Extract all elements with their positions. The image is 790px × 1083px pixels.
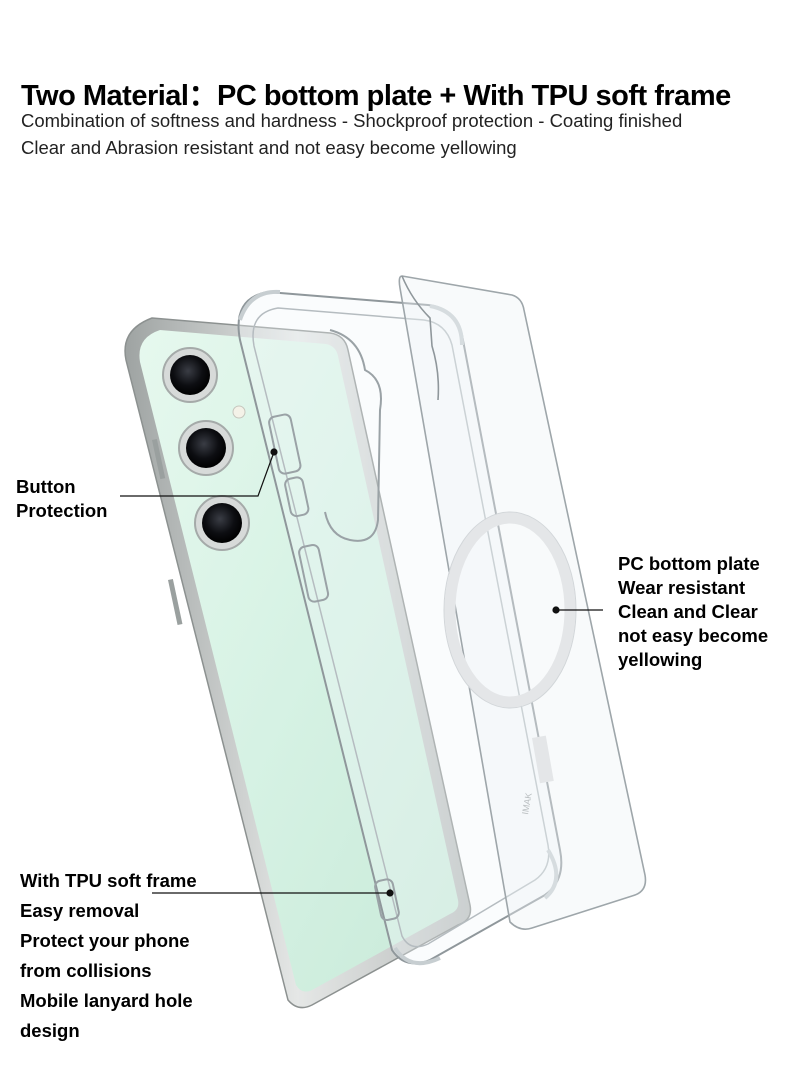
callout-line: Mobile lanyard hole [20, 990, 193, 1011]
callout-line: Button [16, 476, 76, 497]
subtitle-line-1: Combination of softness and hardness - S… [21, 110, 683, 131]
subtitle-line-2: Clear and Abrasion resistant and not eas… [21, 137, 517, 158]
svg-text:IMAK: IMAK [520, 792, 534, 815]
callout-line: from collisions [20, 960, 152, 981]
callout-line: not easy become [618, 625, 769, 646]
callout-line: design [20, 1020, 80, 1041]
callout-leaders [120, 448, 603, 897]
callout-line: Wear resistant [618, 577, 746, 598]
callout-line: With TPU soft frame [20, 870, 197, 891]
callout-line: Clean and Clear [618, 601, 758, 622]
callout-line: Easy removal [20, 900, 140, 921]
callout-line: PC bottom plate [618, 553, 760, 574]
camera-lenses [162, 347, 250, 551]
page-title: Two Material：PC bottom plate + With TPU … [21, 80, 731, 112]
callout-line: Protect your phone [20, 930, 190, 951]
button-protection-callout: Button Protection [16, 475, 107, 523]
callout-line: yellowing [618, 649, 703, 670]
tpu-frame-callout: With TPU soft frame Easy removal Protect… [20, 866, 197, 1046]
tpu-frame [237, 289, 563, 966]
pc-plate-callout: PC bottom plate Wear resistant Clean and… [618, 552, 768, 672]
callout-line: Protection [16, 500, 108, 521]
